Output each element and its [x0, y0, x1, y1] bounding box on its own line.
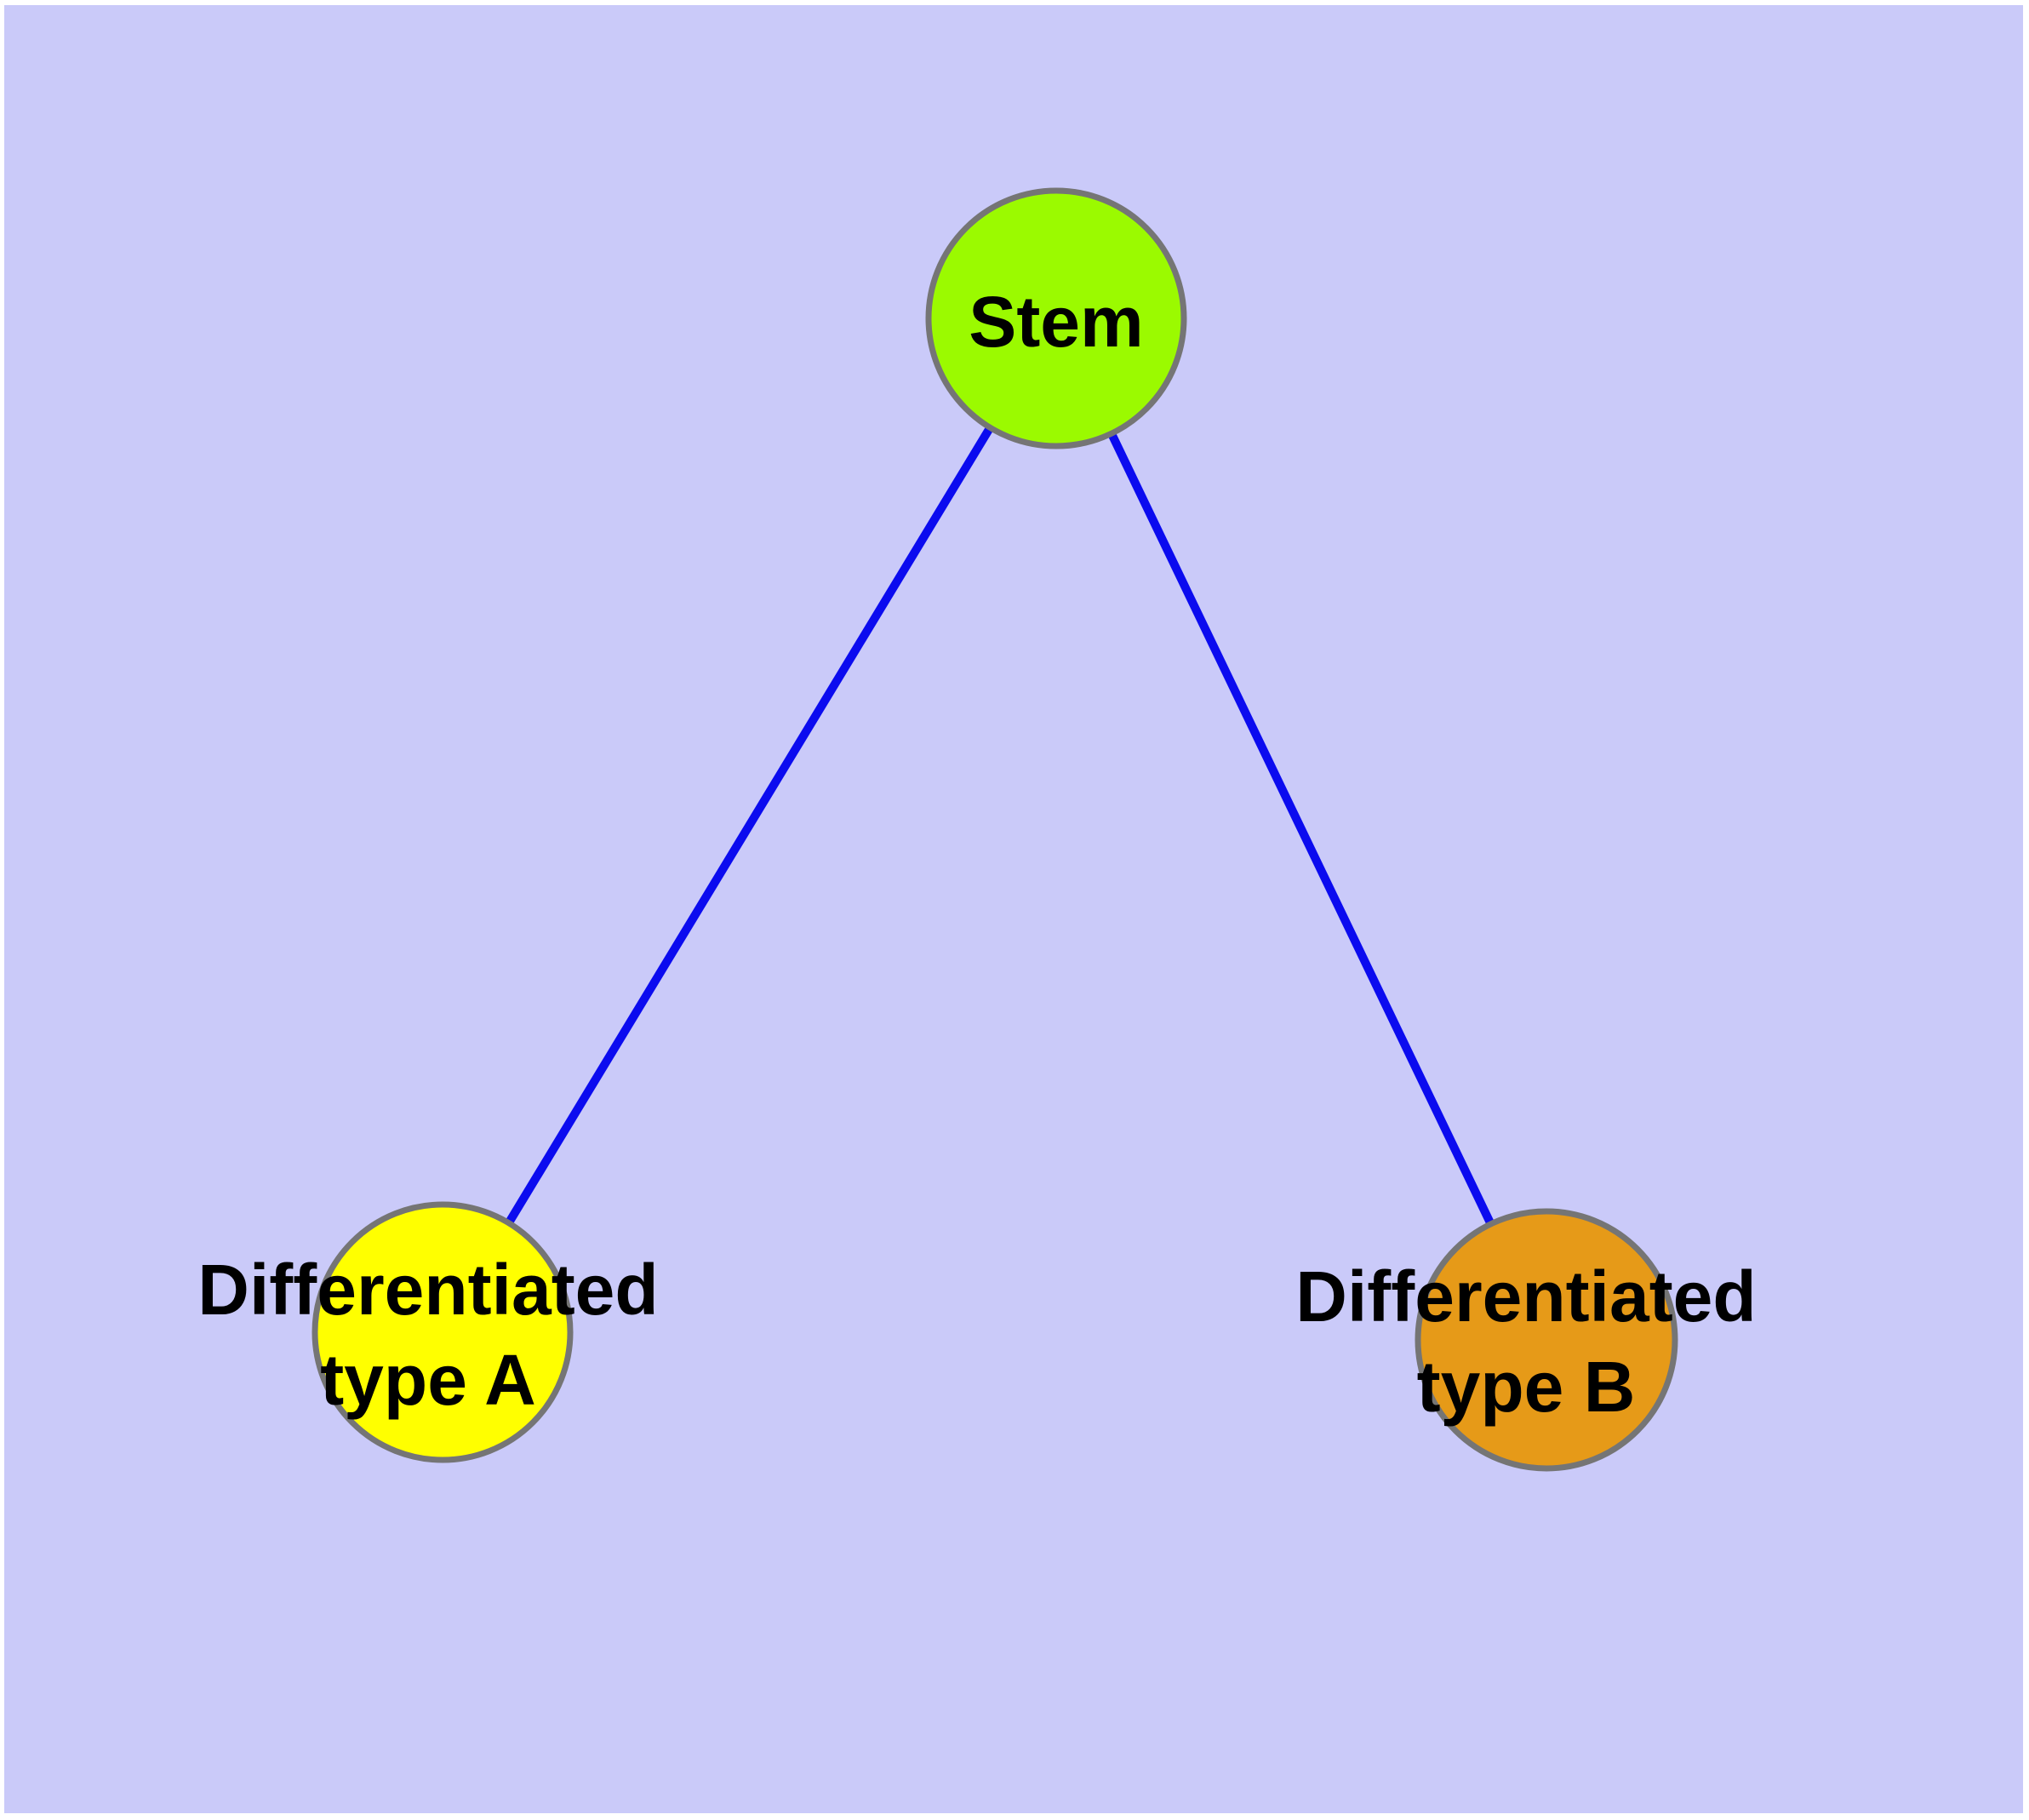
node-label-differentiated-type-a: Differentiated type A [197, 1245, 658, 1425]
node-label-type-b-line2: type B [1416, 1347, 1636, 1427]
node-stem [925, 187, 1187, 449]
node-label-stem: Stem [969, 277, 1143, 367]
edge-stem-to-type-a [438, 316, 1060, 1335]
node-differentiated-type-b [1415, 1208, 1678, 1472]
node-differentiated-type-a [311, 1201, 574, 1463]
node-label-differentiated-type-b: Differentiated type B [1295, 1251, 1756, 1432]
node-label-type-a-line1: Differentiated [197, 1250, 659, 1330]
node-label-type-b-line1: Differentiated [1295, 1256, 1757, 1336]
edge-stem-to-type-b [1052, 316, 1551, 1342]
node-label-stem-text: Stem [969, 282, 1144, 362]
node-label-type-a-line2: type A [320, 1340, 536, 1420]
